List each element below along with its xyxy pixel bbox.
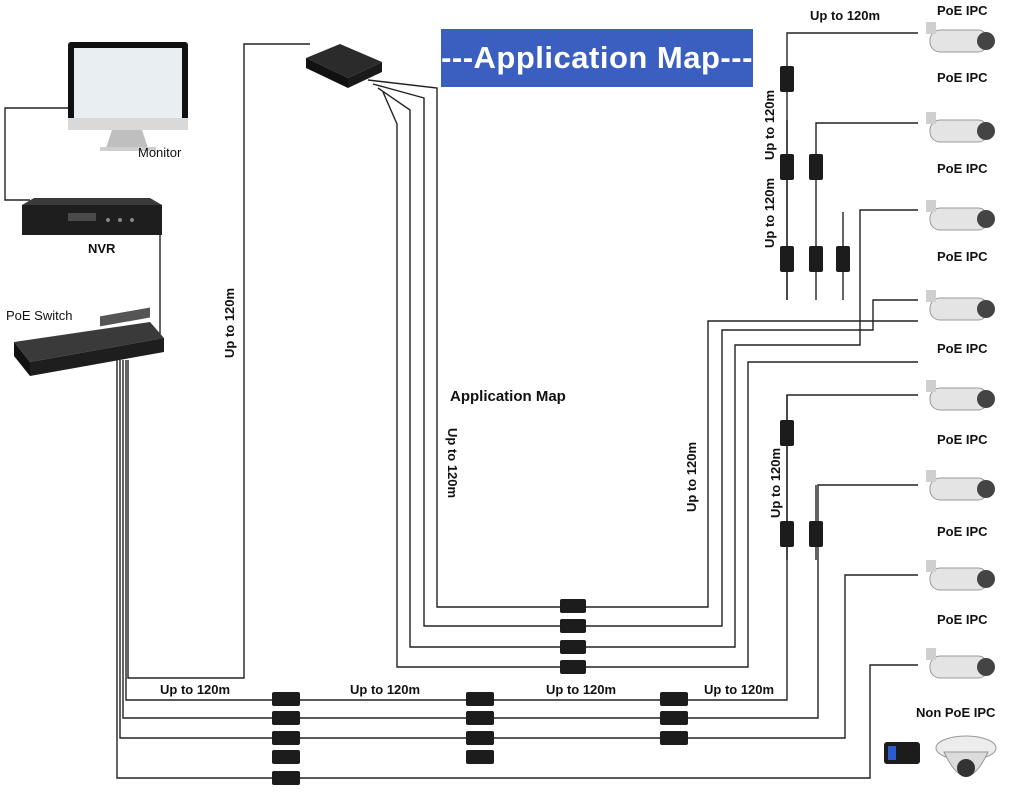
non-poe-dome-camera <box>935 735 997 777</box>
distance-label: Up to 120m <box>445 428 460 499</box>
camera-label: PoE IPC <box>937 341 988 356</box>
distance-label: Up to 120m <box>160 682 231 697</box>
poe-cameras <box>926 22 995 679</box>
poe-splitter <box>884 742 920 764</box>
camera-label: PoE IPC <box>937 3 988 18</box>
banner-title: ---Application Map--- <box>441 29 753 87</box>
poe-switch-device <box>14 307 164 376</box>
distance-label: Up to 120m <box>684 441 699 512</box>
distance-label: Up to 120m <box>768 447 783 518</box>
inline-extenders-horizontal <box>272 599 688 785</box>
nvr-device <box>22 198 162 235</box>
poe-extender-hub <box>306 44 382 88</box>
monitor-device <box>68 42 188 151</box>
cable-lines <box>4 32 918 779</box>
diagram-subtitle: Application Map <box>450 388 566 405</box>
camera-label: PoE IPC <box>937 524 988 539</box>
inline-extenders-vertical <box>780 66 850 547</box>
monitor-label: Monitor <box>138 145 182 160</box>
camera-label: PoE IPC <box>937 612 988 627</box>
distance-label: Up to 120m <box>810 8 881 23</box>
camera-label: PoE IPC <box>937 249 988 264</box>
distance-label: Up to 120m <box>222 287 237 358</box>
distance-label: Up to 120m <box>546 682 617 697</box>
distance-label: Up to 120m <box>350 682 421 697</box>
camera-label: PoE IPC <box>937 70 988 85</box>
distance-label: Up to 120m <box>762 89 777 160</box>
camera-label: PoE IPC <box>937 161 988 176</box>
poe-switch-label: PoE Switch <box>6 308 73 323</box>
non-poe-camera-label: Non PoE IPC <box>916 705 996 720</box>
distance-label: Up to 120m <box>762 177 777 248</box>
distance-label: Up to 120m <box>704 682 775 697</box>
nvr-label: NVR <box>88 241 116 256</box>
camera-label: PoE IPC <box>937 432 988 447</box>
